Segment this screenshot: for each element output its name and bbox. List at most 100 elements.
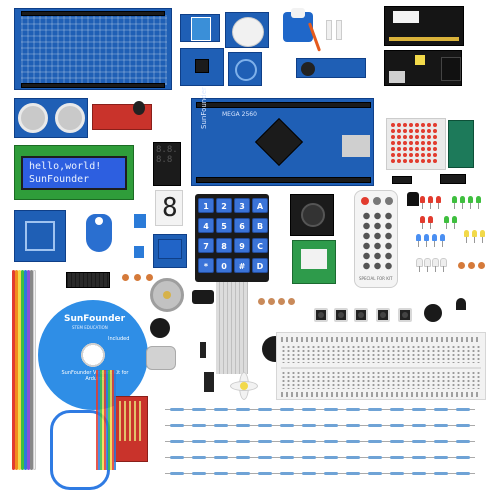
rfid-reader-module [14,210,66,262]
led-white [440,258,447,272]
led-blue [440,234,445,247]
sound-sensor-module [296,58,366,78]
touch-sensor-module [228,52,262,86]
servo-horns [322,20,346,40]
led-blue [416,234,421,247]
servo-motor [283,8,322,52]
ceramic-capacitor [122,274,129,281]
photoresistor [468,262,475,269]
keypad-key[interactable]: 5 [216,218,232,233]
diode [200,342,206,358]
gyroscope-module [180,48,224,86]
seven-segment-digits: 8.8.8.8 [156,145,178,165]
breadboard [276,332,486,400]
jumper-wires-bundle [12,270,38,470]
keypad-key[interactable]: 2 [216,198,232,213]
keypad-key[interactable]: D [252,258,268,273]
mega-2560-board: SunFounder MEGA 2560 [191,87,374,186]
membrane-keypad: 1 2 3 A 4 5 6 B 7 8 9 C * 0 # D [195,194,269,282]
small-blue-cap [134,246,144,258]
microphone-module [92,101,152,130]
led-blue [432,234,437,247]
lcd1602-module: hello,world! SunFounder [14,145,134,200]
led-blue [424,234,429,247]
cd-brand: SunFounder [64,314,126,324]
software-cd: SunFounder STEM EDUCATION Included SunFo… [38,300,148,410]
led-red [420,196,425,209]
led-green [476,196,481,209]
keypad-key[interactable]: 9 [234,238,250,253]
led-green [452,216,457,229]
keypad-ribbon-cable [216,282,248,374]
passive-buzzer [424,304,442,322]
cd-included: Included [108,336,130,342]
led-green [444,216,449,229]
blue-potentiometer [134,214,146,228]
male-female-wires [96,370,116,470]
seven-segment-4-digit: 8.8.8.8 [153,142,181,186]
power-supply-module [384,50,462,86]
led-dot-matrix [386,118,446,170]
keypad-key[interactable]: 0 [216,258,232,273]
led-green [468,196,473,209]
seven-segment-1-digit: 8 [155,190,183,226]
ic-chip-2 [440,174,466,184]
led-white [424,258,431,272]
ir-remote: SPECIAL FOR KIT [354,190,398,288]
keypad-key[interactable]: 4 [198,218,214,233]
lcd-line-1: hello,world! [29,161,102,172]
pir-motion-sensor [225,12,269,48]
push-button [376,308,390,322]
ceramic-capacitor [278,298,285,305]
led-yellow [480,230,485,243]
keypad-key[interactable]: C [252,238,268,253]
fan-propeller [230,372,258,400]
rtc-module [384,6,464,46]
keypad-key[interactable]: * [198,258,214,273]
remote-label: SPECIAL FOR KIT [359,276,393,281]
keypad-key[interactable]: B [252,218,268,233]
joystick-module [290,194,334,236]
cd-title: SunFounder Vincent Kit for Arduino [61,370,129,382]
keypad-key[interactable]: 7 [198,238,214,253]
ceramic-capacitor [146,274,153,281]
stepper-driver-board [292,240,336,284]
ceramic-capacitor [268,298,275,305]
ultrasonic-sensor [14,98,88,138]
led-white [416,258,423,272]
led-green [460,196,465,209]
dht11-sensor-module [180,14,220,42]
battery-snap [192,290,214,304]
keypad-key[interactable]: # [234,258,250,273]
led-red [420,216,425,229]
photoresistor [458,262,465,269]
led-yellow [464,230,469,243]
rfid-keyfob [86,214,112,252]
prototype-shield [14,8,172,90]
water-level-sensor [114,396,148,462]
temperature-sensor [456,298,466,310]
led-green [452,196,457,209]
resistor-array [165,404,490,494]
ic-chip-1 [392,176,412,184]
push-button [334,308,348,322]
single-digit-display: 8 [162,193,178,223]
keypad-key[interactable]: 1 [198,198,214,213]
ceramic-capacitor [134,274,141,281]
ir-receiver [407,192,419,206]
keypad-key[interactable]: 6 [234,218,250,233]
active-buzzer [150,318,170,338]
led-white [432,258,439,272]
slide-switch [204,372,214,392]
mega-brand-label: SunFounder [200,87,208,129]
led-yellow [472,230,477,243]
dc-motor [146,346,176,370]
matrix-driver-board [448,120,474,168]
led-red [428,216,433,229]
led-red [428,196,433,209]
keypad-key[interactable]: 8 [216,238,232,253]
mega-model-label: MEGA 2560 [222,111,257,118]
push-button [398,308,412,322]
keypad-key[interactable]: 3 [234,198,250,213]
keypad-key[interactable]: A [252,198,268,213]
